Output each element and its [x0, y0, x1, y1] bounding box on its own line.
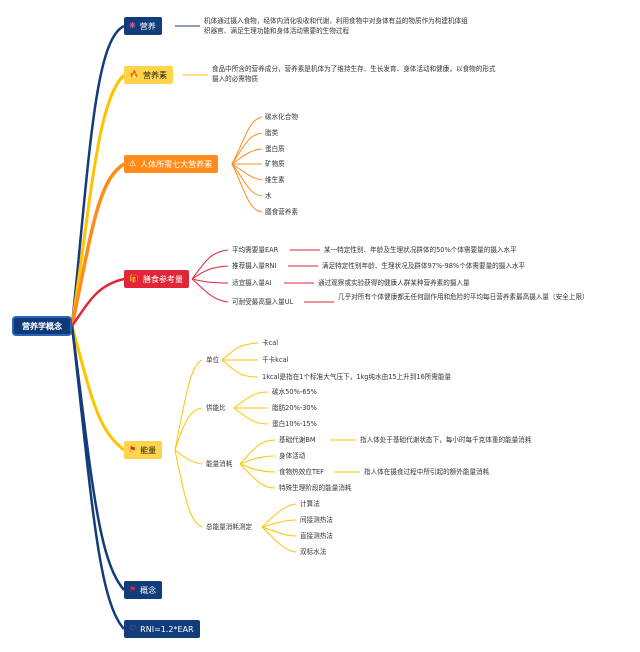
branch-concept[interactable]: ⚑ 概念 — [124, 581, 163, 599]
reference-name: 推荐摄入量RNI — [232, 262, 277, 270]
reference-name: 适宜摄入量AI — [232, 279, 272, 287]
branch-dietary-reference[interactable]: 🎁 膳食参考量 — [124, 270, 189, 288]
energy-ratio-label: 供能比 — [206, 404, 226, 412]
reference-desc: 几乎对所有个体健康都无任何副作用和危险的平均每日营养素最高摄入量（安全上限） — [338, 293, 589, 301]
nutrition-definition: 机体通过摄入食物，经体内消化吸收和代谢，利用食物中对身体有益的物质作为构建机体组… — [204, 17, 468, 35]
nutrient-item: 矿物质 — [265, 160, 285, 168]
energy-measure-label: 总能量消耗测定 — [206, 523, 253, 531]
gift-icon: 🎁 — [129, 274, 139, 283]
nutrient-definition: 食品中所含的营养成分，营养素是机体为了维持生存、生长发育、身体活动和健康，以食物… — [212, 65, 496, 83]
reference-name: 可耐受最高摄入量UL — [232, 298, 294, 306]
root-node[interactable]: 营养学概念 — [12, 316, 72, 336]
nutrient-item: 膳食营养素 — [265, 208, 298, 216]
nutrient-item: 碳水化合物 — [265, 113, 298, 121]
consumption-name: 特殊生理阶段的能量消耗 — [279, 484, 352, 492]
energy-consumption-label: 能量消耗 — [206, 460, 233, 468]
consumption-desc: 指人体在摄食过程中所引起的额外能量消耗 — [364, 468, 490, 476]
branch-label: 能量 — [140, 445, 157, 455]
branch-label: 人体所需七大营养素 — [140, 159, 213, 169]
nutrient-item: 水 — [265, 192, 272, 200]
ratio-item: 脂肪20%-30% — [272, 404, 317, 412]
branch-label: 膳食参考量 — [142, 274, 183, 284]
branch-rni-formula[interactable]: ♡ RNI=1.2*EAR — [124, 620, 200, 638]
measure-item: 计算法 — [300, 500, 320, 508]
branch-nutrient[interactable]: 🔥 营养素 — [124, 66, 173, 84]
consumption-name: 身体活动 — [279, 452, 306, 460]
branch-nutrition[interactable]: ❋ 营养 — [124, 17, 162, 35]
branch-label: 概念 — [140, 585, 157, 595]
consumption-desc: 指人体处于基础代谢状态下，每小时每千克体重的能量消耗 — [360, 436, 532, 444]
unit-item: 卡cal — [262, 339, 279, 347]
sparkle-icon: ❋ — [129, 21, 136, 30]
reference-name: 平均需要量EAR — [232, 246, 279, 254]
reference-desc: 满足特定性别年龄、生理状况及群体97%-98%个体需要量的摄入水平 — [322, 262, 526, 270]
consumption-name: 基础代谢BM — [279, 436, 316, 444]
nutrient-item: 脂类 — [265, 129, 279, 137]
branch-label: RNI=1.2*EAR — [140, 624, 194, 634]
measure-item: 间接测热法 — [300, 516, 333, 524]
ratio-item: 碳水50%-65% — [272, 388, 317, 396]
branch-seven-nutrients[interactable]: ⚠ 人体所需七大营养素 — [124, 155, 219, 173]
consumption-name: 食物热效应TEF — [279, 468, 324, 476]
unit-item: 千卡kcal — [262, 356, 289, 364]
branch-energy[interactable]: ⚑ 能量 — [124, 441, 163, 459]
energy-unit-label: 单位 — [206, 356, 220, 364]
ratio-item: 蛋白10%-15% — [272, 420, 317, 428]
branch-label: 营养 — [139, 21, 156, 31]
branch-label: 营养素 — [142, 70, 167, 80]
unit-item: 1kcal是指在1个标准大气压下，1kg纯水由15上升到16所需能量 — [262, 373, 452, 381]
measure-item: 双标水法 — [300, 548, 327, 556]
reference-desc: 某一特定性别、年龄及生理状况群体的50%个体需要量的摄入水平 — [324, 246, 517, 254]
heart-icon: ♡ — [129, 624, 137, 633]
flame-icon: 🔥 — [129, 70, 139, 79]
warning-icon: ⚠ — [129, 159, 137, 168]
reference-desc: 通过观察或实验获得的健康人群某种营养素的摄入量 — [318, 279, 470, 287]
flag-icon: ⚑ — [129, 445, 137, 454]
nutrient-item: 维生素 — [265, 176, 285, 184]
measure-item: 直接测热法 — [300, 532, 333, 540]
flag-icon: ⚑ — [129, 585, 137, 594]
nutrient-item: 蛋白质 — [265, 145, 285, 153]
